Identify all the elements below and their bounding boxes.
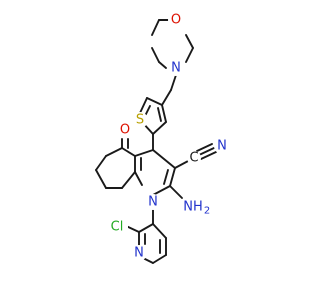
atom-background xyxy=(145,194,161,210)
bond xyxy=(174,159,191,169)
bond xyxy=(152,223,167,239)
bond xyxy=(151,47,160,63)
atom-background xyxy=(106,219,128,235)
bond xyxy=(151,19,160,36)
bond xyxy=(169,185,183,199)
amino-subscript-label: 2 xyxy=(204,206,210,217)
atom-background xyxy=(117,122,133,138)
pyridine-nitrogen-label: N xyxy=(134,246,144,261)
bond xyxy=(163,169,169,185)
bond xyxy=(157,107,162,122)
atom-background xyxy=(168,12,184,28)
bond xyxy=(170,74,177,91)
chlorine-label: Cl xyxy=(111,220,124,235)
atom-background xyxy=(187,151,201,165)
bond xyxy=(152,185,171,196)
atom-background xyxy=(182,199,208,215)
bond xyxy=(95,155,107,171)
atom-layer: O N S O C N NH 2 N Cl N xyxy=(106,12,230,261)
bond xyxy=(152,149,176,169)
bond xyxy=(142,257,154,264)
bond xyxy=(198,147,215,156)
bond xyxy=(200,151,217,160)
bond xyxy=(161,104,167,123)
thiophene-sulfur-label: S xyxy=(136,113,144,128)
atom-background xyxy=(214,138,230,154)
bond xyxy=(121,147,136,157)
bond xyxy=(146,97,163,106)
bond xyxy=(152,121,167,135)
bond xyxy=(161,89,172,106)
ketone-oxygen-label: O xyxy=(120,123,130,138)
morpholine-nitrogen-label: N xyxy=(171,61,181,76)
bond xyxy=(158,61,167,69)
nitrile-carbon-label: C xyxy=(189,151,198,166)
bond xyxy=(134,171,143,186)
molecule-canvas: O N S O C N NH 2 N Cl N xyxy=(95,12,230,264)
bond xyxy=(125,225,140,233)
bond xyxy=(105,147,123,157)
bond xyxy=(139,97,148,114)
atom-background xyxy=(168,60,184,76)
morpholine-oxygen-label: O xyxy=(171,13,181,28)
bond xyxy=(134,149,154,157)
atom-background xyxy=(131,245,147,261)
bond xyxy=(185,34,194,49)
bond xyxy=(121,171,136,189)
molecule-structure: O N S O C N NH 2 N Cl N xyxy=(95,12,230,264)
bond xyxy=(196,143,213,152)
bond xyxy=(169,167,176,187)
bond xyxy=(185,47,194,63)
nitrile-nitrogen-label: N xyxy=(217,139,227,154)
atom-background xyxy=(132,112,148,128)
amino-group-label: NH xyxy=(183,200,203,215)
bond xyxy=(138,223,154,233)
bond xyxy=(95,169,107,189)
bond xyxy=(152,254,167,264)
quinoline-nitrogen-label: N xyxy=(148,195,158,210)
